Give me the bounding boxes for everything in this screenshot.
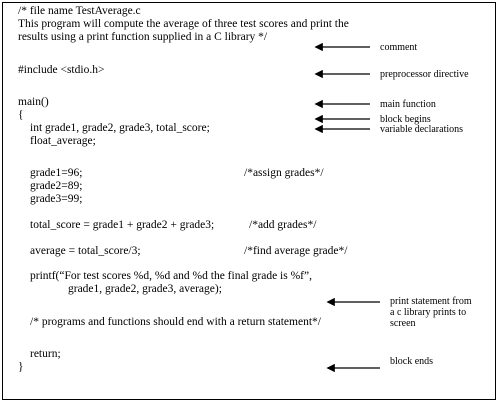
code-line-return-comment: /* programs and functions should end wit… [30, 316, 321, 328]
code-comment-assign-grades: /*assign grades*/ [244, 167, 324, 179]
code-line-printf-args: grade1, grade2, grade3, average); [68, 283, 222, 295]
label-variable-declarations: variable declarations [380, 124, 464, 135]
code-line-grade1: grade1=96; [30, 167, 83, 179]
label-main-function: main function [380, 99, 436, 110]
label-comment: comment [380, 42, 418, 53]
code-line-grade2: grade2=89; [30, 180, 83, 192]
code-line-close-brace: } [18, 361, 24, 373]
label-print-statement-line-1: print statement from [390, 296, 472, 307]
code-line-total-score: total_score = grade1 + grade2 + grade3; [30, 219, 215, 231]
code-line-grade3: grade3=99; [30, 193, 83, 205]
code-comment-find-average: /*find average grade*/ [244, 245, 348, 257]
label-preprocessor-directive: preprocessor directive [380, 69, 469, 80]
code-line-description-2: results using a print function supplied … [18, 31, 268, 43]
code-line-float-declaration: float_average; [30, 135, 96, 147]
code-line-description-1: This program will compute the average of… [18, 18, 349, 30]
code-line-open-brace: { [18, 109, 24, 121]
code-line-comment-start: /* file name TestAverage.c [18, 5, 141, 17]
label-print-statement-line-2: a c library prints to [390, 307, 467, 318]
code-line-int-declaration: int grade1, grade2, grade3, total_score; [30, 122, 210, 134]
code-comment-add-grades: /*add grades*/ [249, 219, 317, 231]
label-block-begins: block begins [380, 114, 431, 125]
code-line-return: return; [30, 348, 61, 360]
label-print-statement-line-3: screen [390, 318, 416, 329]
code-line-average: average = total_score/3; [30, 245, 141, 257]
label-block-ends: block ends [390, 356, 434, 367]
code-line-printf: printf(“For test scores %d, %d and %d th… [30, 270, 312, 282]
diagram-frame [2, 2, 496, 400]
code-line-include: #include <stdio.h> [18, 64, 105, 76]
code-line-main: main() [18, 96, 49, 108]
